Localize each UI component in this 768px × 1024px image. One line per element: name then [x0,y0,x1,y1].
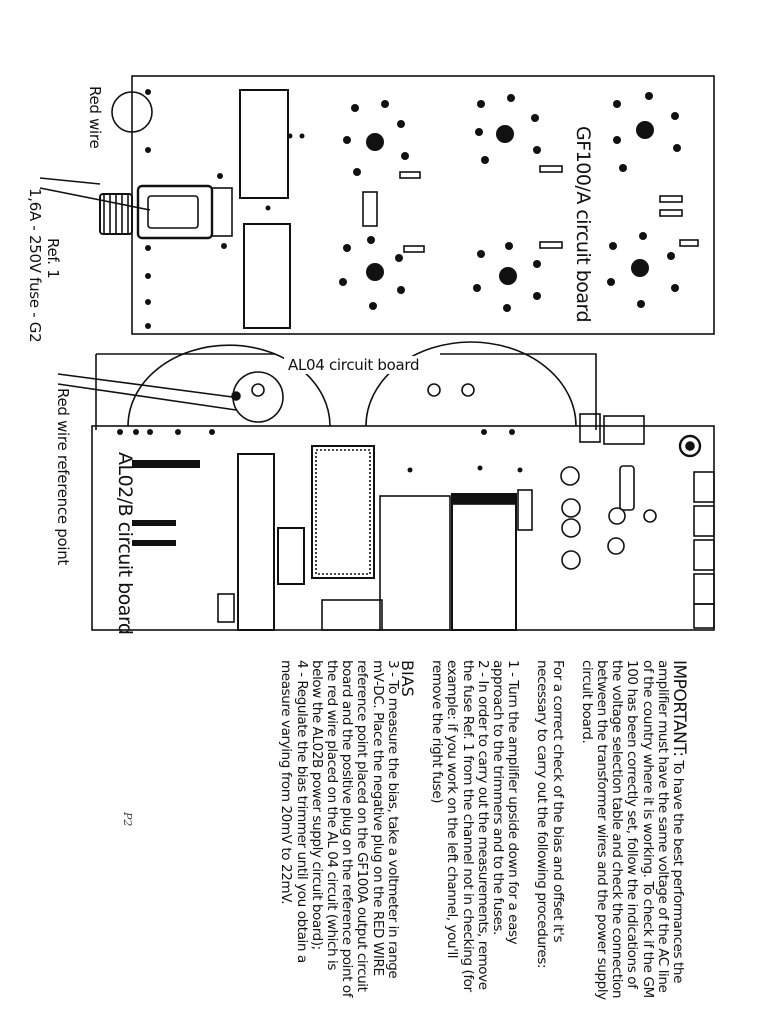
fuse-ref-label: Ref. 1 [44,238,62,279]
al02b-board-outline [91,425,715,631]
al04-board-title: AL04 circuit board [284,356,424,374]
step-2: 2 - In order to carry out the measuremen… [429,660,491,992]
red-wire-marker [111,91,153,133]
circuit-board-drawing [39,75,715,631]
gf100a-board-outline [131,75,715,335]
important-paragraph: IMPORTANT: To have the best performances… [578,660,689,1000]
al04-board-outline [95,353,597,430]
important-heading: IMPORTANT: [669,660,689,757]
fuse-spec-label: 1,6A - 250V fuse - G2 [26,188,44,343]
important-text: To have the best performances the amplif… [578,660,686,1000]
fuse-holder [136,184,214,240]
pencil-annotation: P2 [121,812,134,827]
step-1: 1 - Turn the amplifier upside down for a… [489,660,522,945]
ground-terminal [678,434,702,458]
step-4: 4 - Regulate the bias trimmer until you … [278,660,310,963]
step-3: 3 - To measure the bias, take a voltmete… [308,660,401,998]
red-wire-reference-label: Red wire reference point [54,388,72,565]
bias-heading: BIAS [397,660,417,697]
intro-paragraph: For a correct check of the bias and offs… [534,660,566,969]
al02b-board-title: AL02/B circuit board [114,452,136,635]
instructions-block: IMPORTANT: To have the best performances… [46,660,689,1000]
gf100a-board-title: GF100/A circuit board [572,126,594,323]
red-wire-label: Red wire [86,86,104,149]
